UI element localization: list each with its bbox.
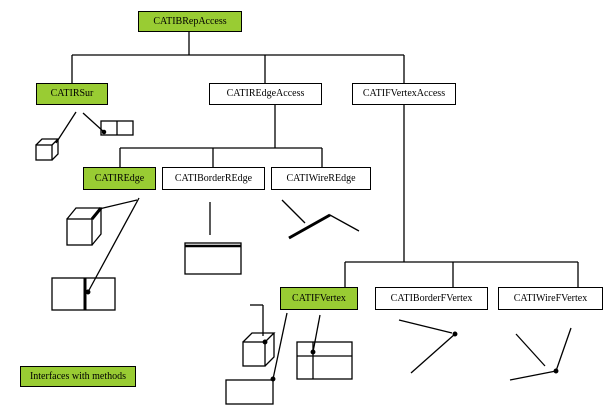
legend-methods-key: Interfaces with methods xyxy=(20,366,136,387)
edge-illustrations xyxy=(51,197,140,311)
wire-fvertex-illustrations xyxy=(509,327,572,381)
node-catiredgeaccess: CATIREdgeAccess xyxy=(209,83,322,105)
node-catiborderfvertex: CATIBorderFVertex xyxy=(375,287,488,310)
node-catibrepaccess: CATIBRepAccess xyxy=(138,11,242,32)
tree-connectors xyxy=(71,32,579,287)
node-catiwirefvertex: CATIWireFVertex xyxy=(498,287,603,310)
node-catiredge: CATIREdge xyxy=(83,167,156,190)
border-edge-illustrations xyxy=(184,202,242,275)
node-catifvertexaccess: CATIFVertexAccess xyxy=(352,83,456,105)
node-catirsur: CATIRSur xyxy=(36,83,108,105)
wire-edge-illustrations xyxy=(281,199,360,240)
border-fvertex-illustrations xyxy=(398,319,458,374)
node-catiborderredge: CATIBorderREdge xyxy=(162,167,265,190)
node-catiwireredge: CATIWireREdge xyxy=(271,167,371,190)
sur-illustrations xyxy=(35,111,134,161)
node-catifvertex: CATIFVertex xyxy=(280,287,358,310)
fvertex-illustrations xyxy=(225,304,353,405)
